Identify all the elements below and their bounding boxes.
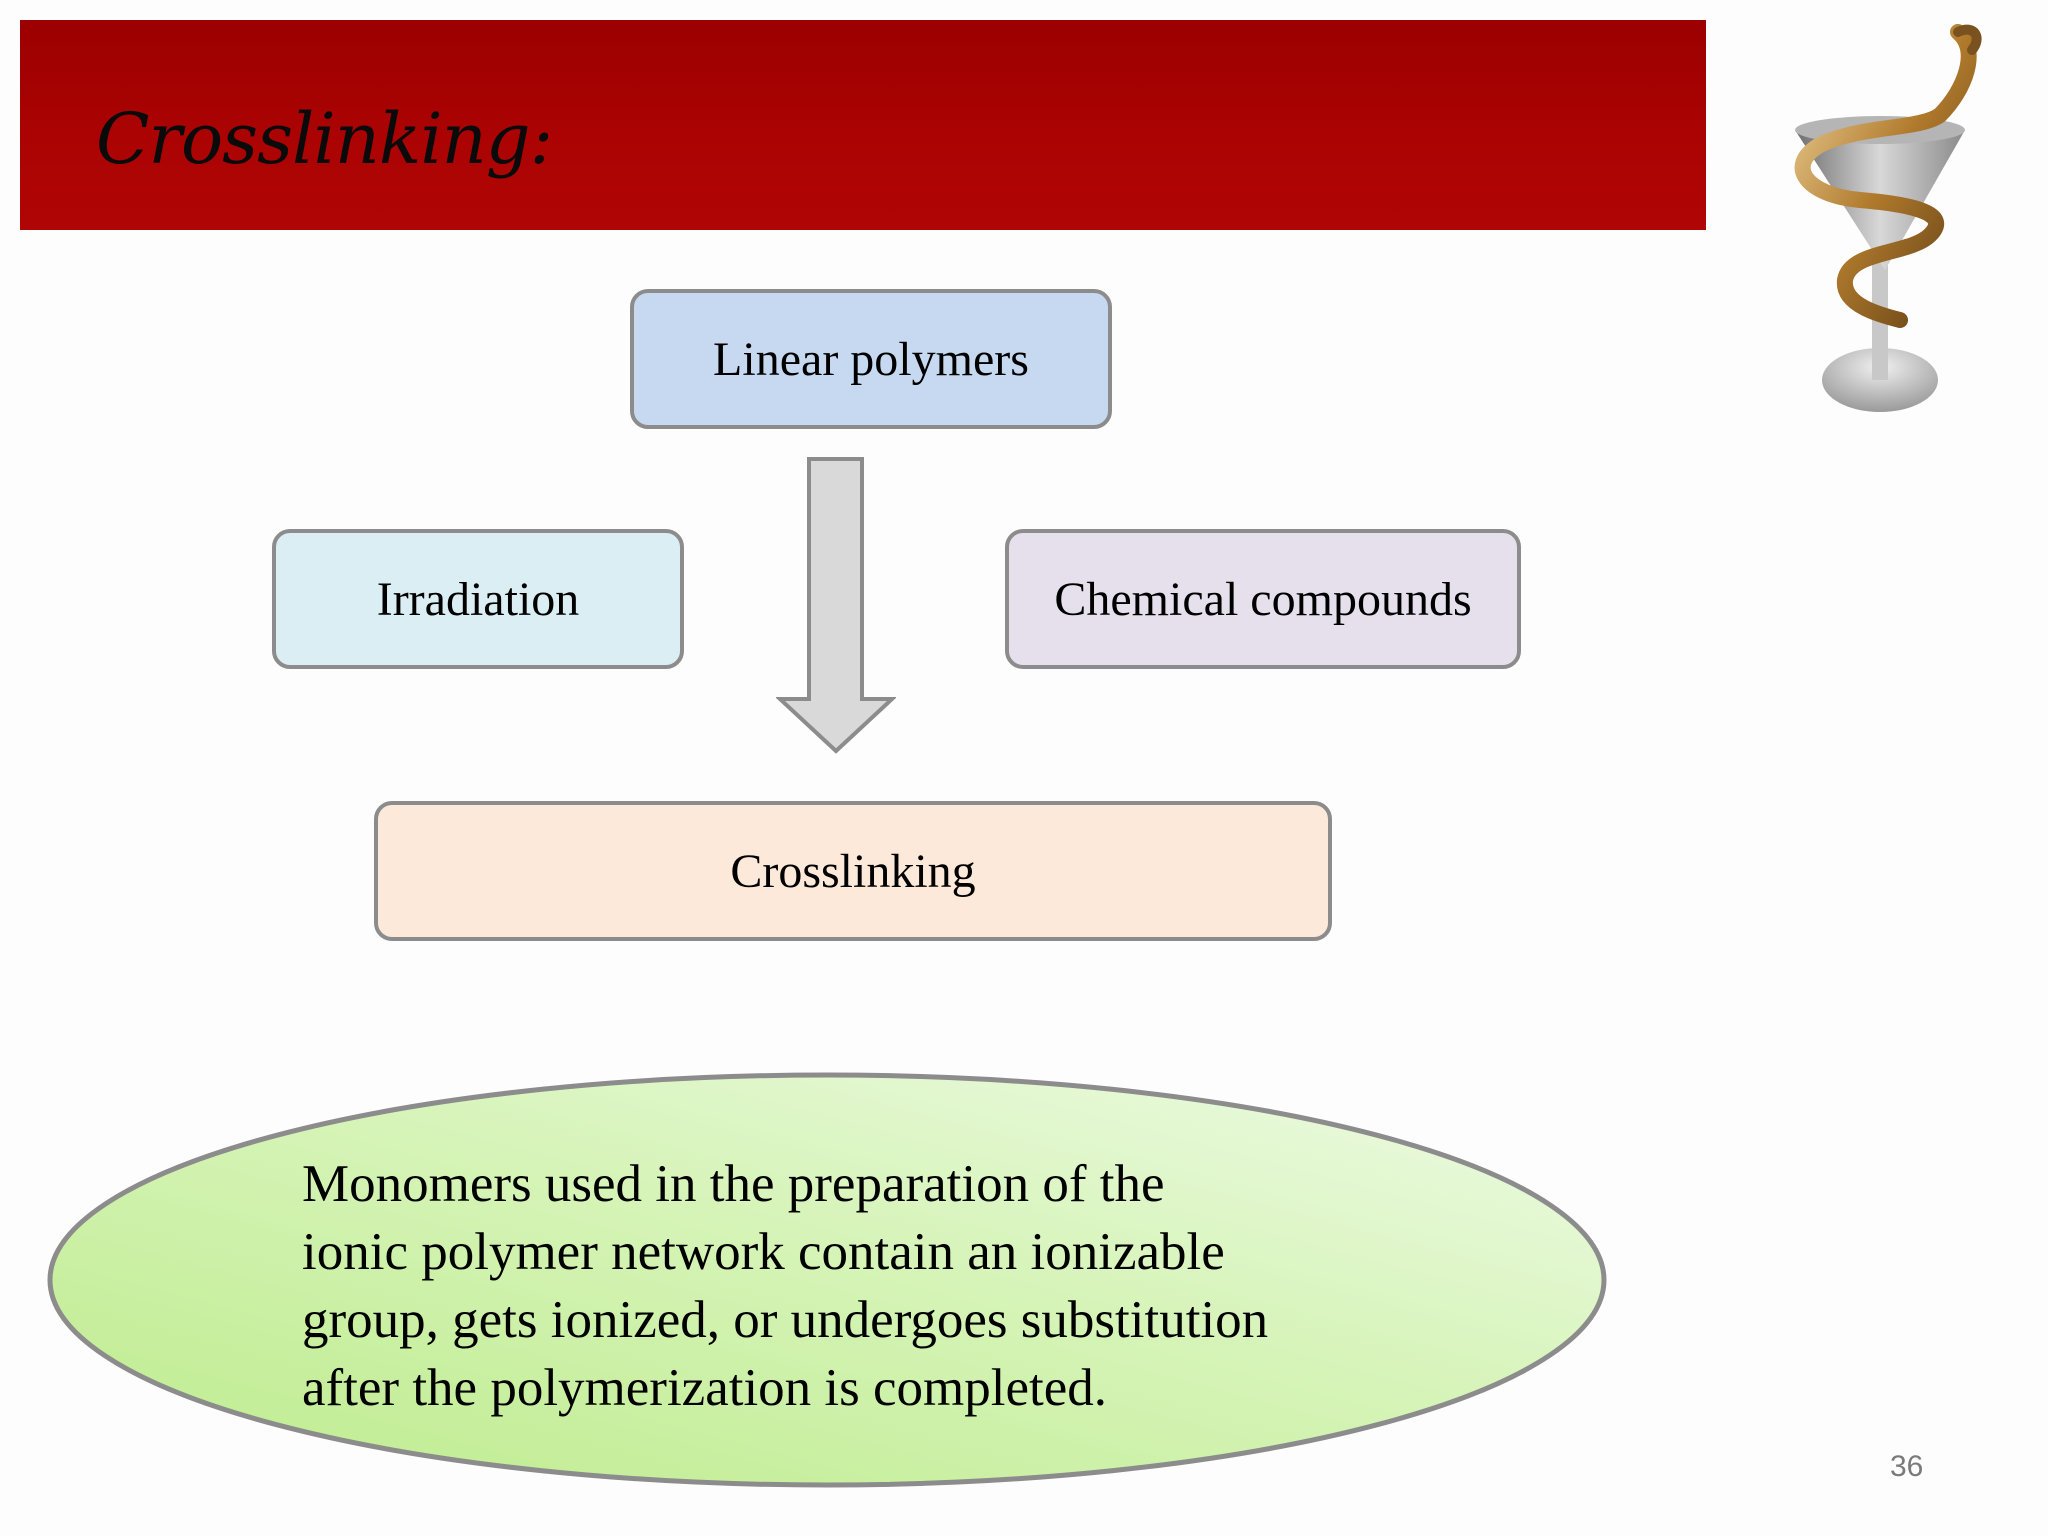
down-arrow [776,457,896,754]
crosslinking-box: Crosslinking [374,801,1332,941]
slide-title: Crosslinking: [96,98,553,180]
note-ellipse [47,1072,1607,1488]
note-line: group, gets ionized, or undergoes substi… [302,1291,1269,1349]
page-number: 36 [1890,1450,1924,1483]
chemical-compounds-box: Chemical compounds [1005,529,1521,669]
note-line: after the polymerization is completed. [302,1359,1108,1417]
pharmacy-bowl-of-hygieia-icon [1794,24,1982,412]
note-text: Monomers used in the preparation of the … [302,1150,1402,1422]
note-line: ionic polymer network contain an ionizab… [302,1223,1225,1281]
note-line: Monomers used in the preparation of the [302,1155,1165,1213]
linear-polymers-box: Linear polymers [630,289,1112,429]
irradiation-box: Irradiation [272,529,684,669]
title-bar: Crosslinking: [20,20,1706,230]
